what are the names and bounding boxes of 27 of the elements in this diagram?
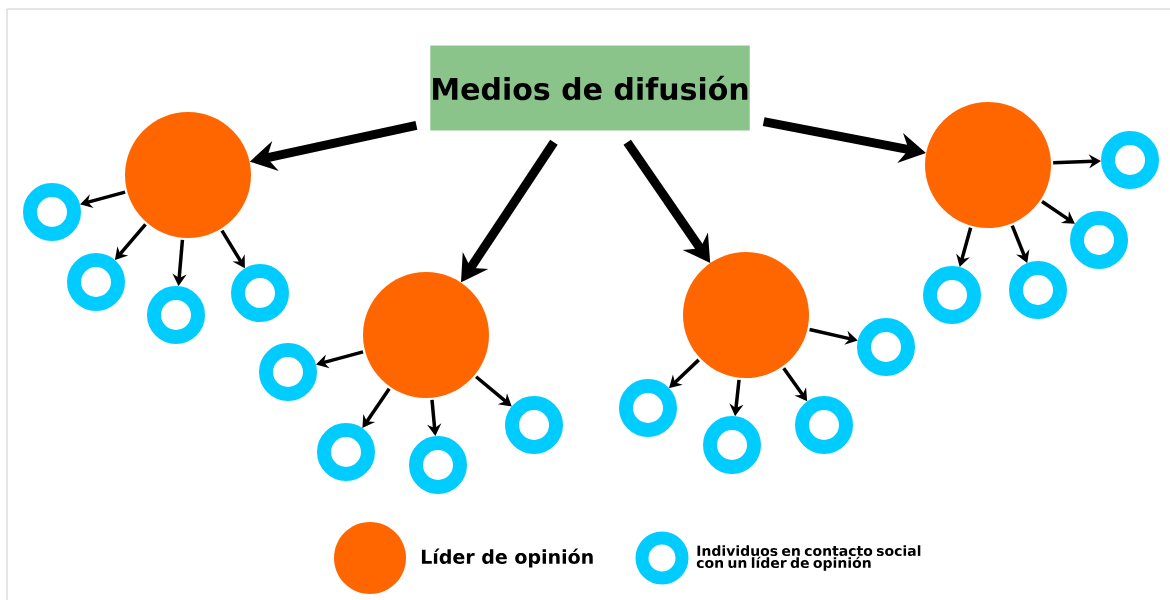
individual-ring [1101,131,1159,189]
leader-circle [683,252,809,378]
leader-circle [363,272,489,398]
individual-ring [67,253,125,311]
leader-circle [125,112,251,238]
individual-ring [795,396,853,454]
individual-ring [703,416,761,474]
individual-ring [147,286,205,344]
media-box: Medios de difusión [430,45,750,131]
individual-ring [619,379,677,437]
individual-ring [505,396,563,454]
arrow [1041,200,1075,224]
leader-circle [925,102,1051,228]
individual-ring [259,343,317,401]
legend-label: Individuos en contacto social con un líder de opinión [696,545,921,571]
individual-ring [1070,211,1128,269]
individual-ring [231,264,289,322]
individual-ring [23,183,81,241]
legend-label: Líder de opinión [421,548,593,568]
arrow [80,190,126,209]
arrow [316,350,364,369]
individual-ring [317,423,375,481]
individual-ring [1009,261,1067,319]
individual-ring [409,436,467,494]
individual-ring [857,318,915,376]
arrow [474,375,512,407]
individual-ring [923,266,981,324]
